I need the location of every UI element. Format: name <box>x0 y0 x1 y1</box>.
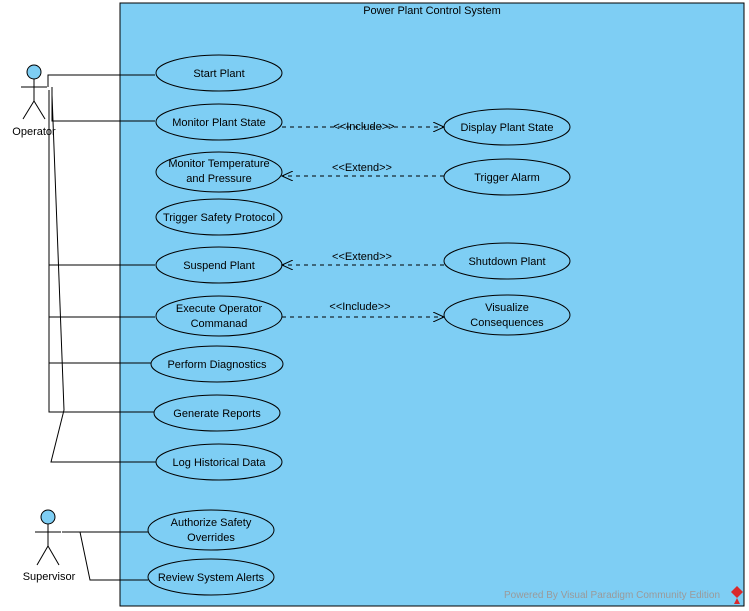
use-case-visualize-consequences[interactable]: Visualize Consequences <box>443 294 571 336</box>
use-case-trigger-alarm-label: Trigger Alarm <box>474 172 540 184</box>
relation-include-visualize-label: <<Include>> <box>329 301 390 313</box>
use-case-monitor-plant-state[interactable]: Monitor Plant State <box>155 103 283 141</box>
actor-supervisor[interactable] <box>35 509 61 566</box>
supervisor-associations <box>62 531 148 581</box>
use-case-authorize-safety-overrides[interactable]: Authorize Safety Overrides <box>147 509 275 551</box>
use-case-generate-reports[interactable]: Generate Reports <box>153 394 281 432</box>
supervisor-label: Supervisor <box>23 571 76 583</box>
visual-paradigm-logo-icon <box>731 586 743 604</box>
use-case-trigger-safety-protocol[interactable]: Trigger Safety Protocol <box>155 198 283 236</box>
use-case-perform-diagnostics-label: Perform Diagnostics <box>167 359 267 371</box>
system-title: Power Plant Control System <box>363 5 501 17</box>
use-case-generate-reports-label: Generate Reports <box>173 408 261 420</box>
use-case-execute-operator-command-label-1: Execute Operator <box>176 303 263 315</box>
use-case-monitor-temperature-label-1: Monitor Temperature <box>168 158 269 170</box>
use-case-execute-operator-command[interactable]: Execute Operator Commanad <box>155 295 283 337</box>
use-case-monitor-plant-state-label: Monitor Plant State <box>172 117 266 129</box>
relation-extend-shutdown-label: <<Extend>> <box>332 251 392 263</box>
relation-extend-alarm: <<Extend>> <box>282 162 444 176</box>
use-case-log-historical-data-label: Log Historical Data <box>173 457 267 469</box>
relation-extend-alarm-label: <<Extend>> <box>332 162 392 174</box>
use-case-shutdown-plant[interactable]: Shutdown Plant <box>443 242 571 280</box>
actor-operator[interactable] <box>21 64 47 120</box>
use-case-trigger-safety-protocol-label: Trigger Safety Protocol <box>163 212 275 224</box>
use-case-visualize-consequences-label-1: Visualize <box>485 302 529 314</box>
use-case-perform-diagnostics[interactable]: Perform Diagnostics <box>150 345 284 383</box>
use-case-display-plant-state-label: Display Plant State <box>461 122 554 134</box>
use-case-review-system-alerts-label: Review System Alerts <box>158 572 265 584</box>
use-case-monitor-temperature[interactable]: Monitor Temperature and Pressure <box>155 151 283 193</box>
use-case-visualize-consequences-label-2: Consequences <box>470 317 544 329</box>
use-case-trigger-alarm[interactable]: Trigger Alarm <box>443 158 571 196</box>
use-case-suspend-plant[interactable]: Suspend Plant <box>155 246 283 284</box>
operator-head <box>26 64 42 80</box>
relation-include-display-label: <<Include>> <box>333 121 394 133</box>
use-case-shutdown-plant-label: Shutdown Plant <box>468 256 545 268</box>
relation-extend-shutdown: <<Extend>> <box>282 251 444 265</box>
operator-associations <box>47 74 157 463</box>
watermark-text: Powered By Visual Paradigm Community Edi… <box>504 590 720 601</box>
operator-label: Operator <box>12 126 56 138</box>
use-case-authorize-safety-overrides-label-1: Authorize Safety <box>171 517 252 529</box>
use-case-start-plant-label: Start Plant <box>193 68 244 80</box>
use-case-start-plant[interactable]: Start Plant <box>155 54 283 92</box>
use-case-monitor-temperature-label-2: and Pressure <box>186 173 251 185</box>
relation-include-visualize: <<Include>> <box>282 301 444 317</box>
use-case-log-historical-data[interactable]: Log Historical Data <box>155 443 283 481</box>
use-case-display-plant-state[interactable]: Display Plant State <box>443 108 571 146</box>
use-case-execute-operator-command-label-2: Commanad <box>191 318 248 330</box>
relation-include-display: <<Include>> <box>282 121 444 133</box>
supervisor-head <box>40 509 56 525</box>
use-case-authorize-safety-overrides-label-2: Overrides <box>187 532 235 544</box>
use-case-suspend-plant-label: Suspend Plant <box>183 260 255 272</box>
use-case-review-system-alerts[interactable]: Review System Alerts <box>147 558 275 596</box>
